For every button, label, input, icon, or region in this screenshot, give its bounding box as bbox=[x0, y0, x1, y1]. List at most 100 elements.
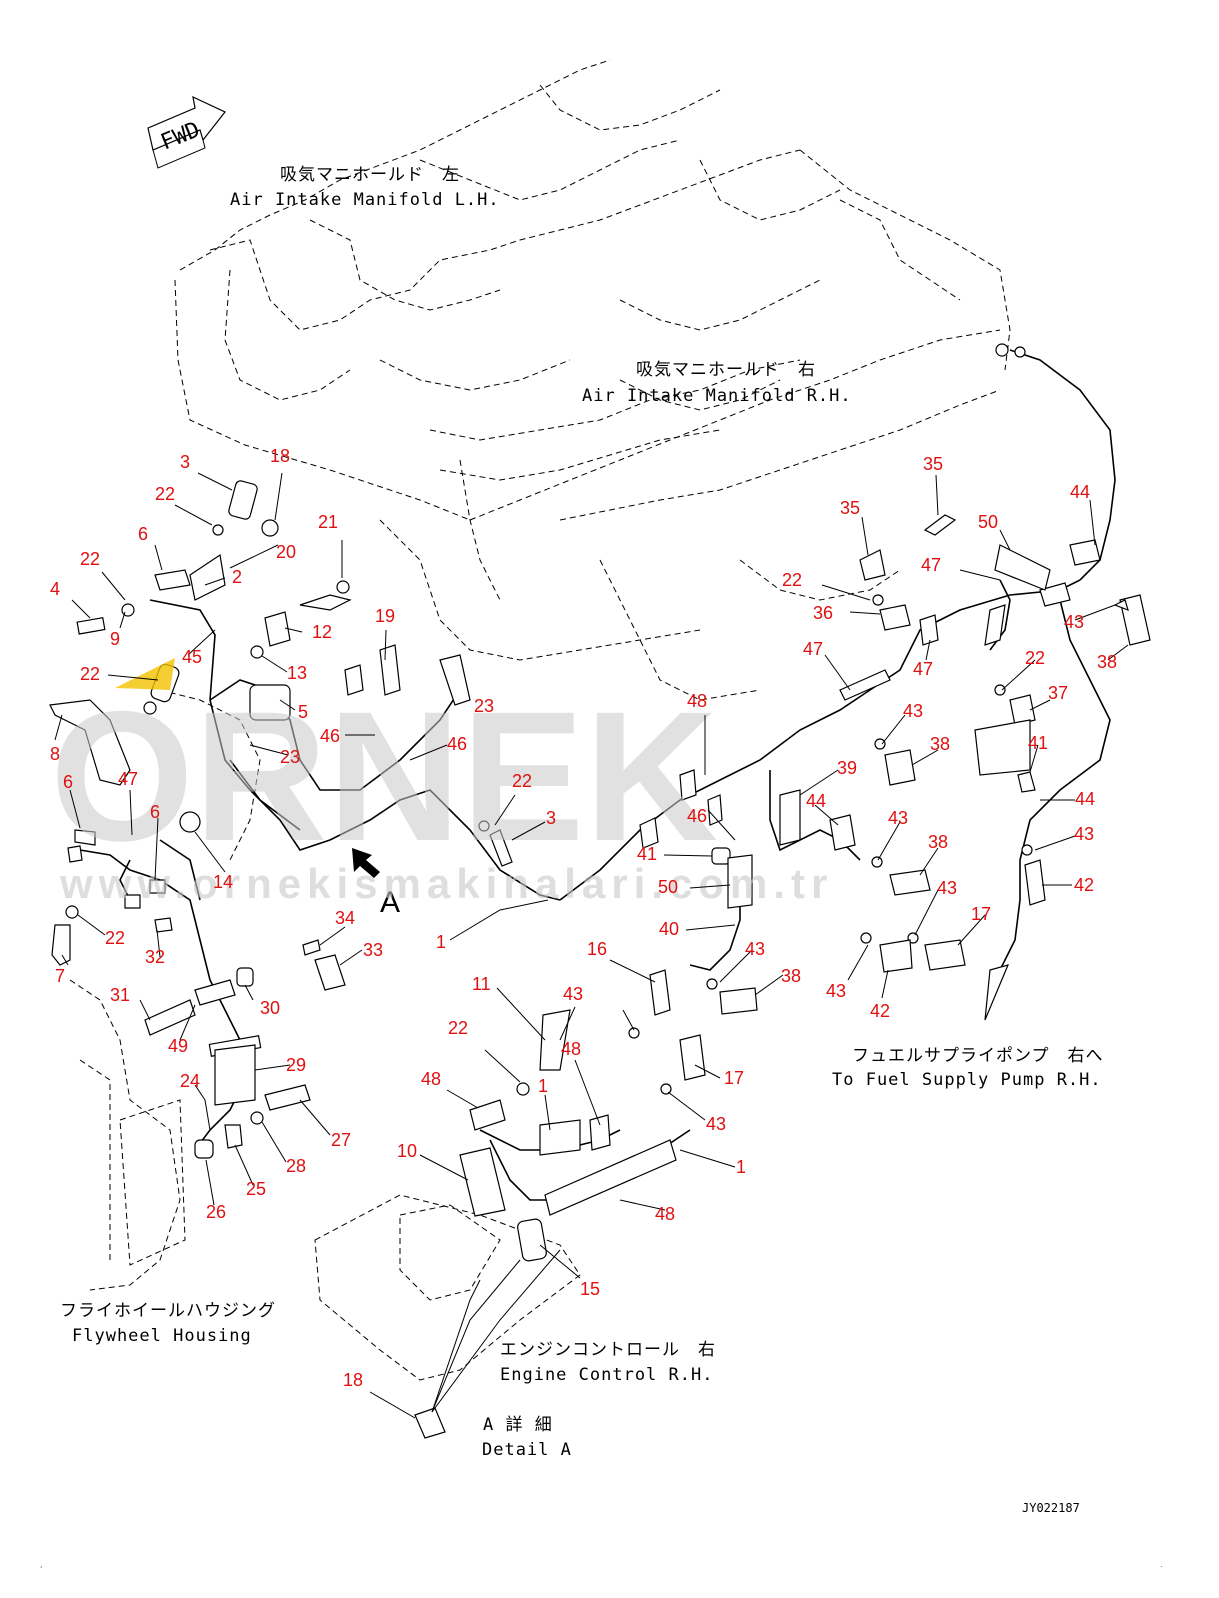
callout-43: 43 bbox=[1074, 824, 1094, 844]
callout-50: 50 bbox=[978, 512, 998, 532]
callout-44: 44 bbox=[1075, 789, 1095, 809]
svg-text:,: , bbox=[40, 1560, 43, 1569]
callout-39: 39 bbox=[837, 758, 857, 778]
detail-a-jp-label: A 詳 細 bbox=[483, 1415, 553, 1435]
flywheel-housing-outline bbox=[69, 979, 186, 1291]
view-a-arrow: A bbox=[352, 848, 400, 919]
callout-38: 38 bbox=[1097, 652, 1117, 672]
callout-15: 15 bbox=[580, 1279, 600, 1299]
callout-19: 19 bbox=[375, 606, 395, 626]
callout-5: 5 bbox=[298, 702, 308, 722]
callout-46: 46 bbox=[320, 726, 340, 746]
callout-24: 24 bbox=[180, 1071, 200, 1091]
callout-33: 33 bbox=[363, 940, 383, 960]
callout-47: 47 bbox=[803, 639, 823, 659]
callout-22: 22 bbox=[448, 1018, 468, 1038]
callout-35: 35 bbox=[840, 498, 860, 518]
callout-3: 3 bbox=[180, 452, 190, 472]
harness-tubes bbox=[469, 582, 1071, 1216]
callout-22: 22 bbox=[80, 549, 100, 569]
callout-25: 25 bbox=[246, 1179, 266, 1199]
callout-4: 4 bbox=[50, 579, 60, 599]
callout-numbers: 3 18 22 6 20 21 22 2 4 9 12 19 45 13 22 … bbox=[50, 446, 1117, 1390]
callout-22: 22 bbox=[80, 664, 100, 684]
watermark-accent-icon bbox=[115, 658, 175, 690]
callout-18: 18 bbox=[343, 1370, 363, 1390]
callout-3: 3 bbox=[546, 808, 556, 828]
callout-37: 37 bbox=[1048, 683, 1068, 703]
callout-6: 6 bbox=[63, 772, 73, 792]
flywheel-en-label: Flywheel Housing bbox=[72, 1326, 252, 1346]
flywheel-jp-label: フライホイールハウジング bbox=[60, 1301, 276, 1321]
callout-21: 21 bbox=[318, 512, 338, 532]
intake-lh-en-label: Air Intake Manifold L.H. bbox=[230, 190, 500, 210]
callout-42: 42 bbox=[1074, 875, 1094, 895]
callout-43: 43 bbox=[888, 808, 908, 828]
callout-45: 45 bbox=[182, 647, 202, 667]
intake-rh-en-label: Air Intake Manifold R.H. bbox=[582, 386, 852, 406]
callout-44: 44 bbox=[1070, 482, 1090, 502]
fuel-pump-en-label: To Fuel Supply Pump R.H. bbox=[832, 1070, 1102, 1090]
callout-6: 6 bbox=[138, 524, 148, 544]
callout-28: 28 bbox=[286, 1156, 306, 1176]
callout-38: 38 bbox=[781, 966, 801, 986]
callout-13: 13 bbox=[287, 663, 307, 683]
view-a-letter: A bbox=[380, 886, 400, 919]
engine-block-outline bbox=[159, 59, 1011, 861]
drawing-code: JY022187 bbox=[1022, 1501, 1080, 1515]
watermark: ORNEK www.ornekismakinalari.com.tr bbox=[50, 658, 833, 907]
callout-48: 48 bbox=[687, 691, 707, 711]
callout-1: 1 bbox=[436, 932, 446, 952]
callout-23: 23 bbox=[280, 747, 300, 767]
callout-29: 29 bbox=[286, 1055, 306, 1075]
callout-17: 17 bbox=[724, 1068, 744, 1088]
detail-a-leaders bbox=[431, 1249, 561, 1413]
callout-36: 36 bbox=[813, 603, 833, 623]
callout-50: 50 bbox=[658, 877, 678, 897]
fuel-pump-jp-label: フュエルサプライポンプ 右へ bbox=[852, 1046, 1104, 1066]
callout-2: 2 bbox=[232, 567, 242, 587]
callout-43: 43 bbox=[937, 878, 957, 898]
callout-27: 27 bbox=[331, 1130, 351, 1150]
callout-43: 43 bbox=[903, 701, 923, 721]
callout-42: 42 bbox=[870, 1001, 890, 1021]
callout-46: 46 bbox=[447, 734, 467, 754]
parts-shapes bbox=[49, 343, 1151, 1439]
callout-43: 43 bbox=[745, 939, 765, 959]
callout-22: 22 bbox=[105, 928, 125, 948]
callout-48: 48 bbox=[421, 1069, 441, 1089]
callout-8: 8 bbox=[50, 744, 60, 764]
engine-control-en-label: Engine Control R.H. bbox=[500, 1365, 713, 1385]
callout-22: 22 bbox=[1025, 648, 1045, 668]
callout-10: 10 bbox=[397, 1141, 417, 1161]
callout-47: 47 bbox=[913, 659, 933, 679]
callout-34: 34 bbox=[335, 908, 355, 928]
callout-14: 14 bbox=[213, 872, 233, 892]
callout-46: 46 bbox=[687, 806, 707, 826]
callout-11: 11 bbox=[472, 974, 491, 994]
annotation-labels: 吸気マニホールド 左 Air Intake Manifold L.H. 吸気マニ… bbox=[60, 165, 1104, 1515]
callout-41: 41 bbox=[1028, 733, 1048, 753]
callout-31: 31 bbox=[110, 985, 130, 1005]
callout-1: 1 bbox=[538, 1076, 548, 1096]
callout-35: 35 bbox=[923, 454, 943, 474]
callout-22: 22 bbox=[512, 771, 532, 791]
detail-a-en-label: Detail A bbox=[482, 1440, 572, 1460]
callout-47: 47 bbox=[921, 555, 941, 575]
callout-49: 49 bbox=[168, 1036, 188, 1056]
callout-7: 7 bbox=[55, 966, 65, 986]
intake-rh-jp-label: 吸気マニホールド 右 bbox=[636, 360, 816, 380]
callout-44: 44 bbox=[806, 791, 826, 811]
watermark-url: www.ornekismakinalari.com.tr bbox=[59, 860, 833, 907]
callout-38: 38 bbox=[930, 734, 950, 754]
callout-22: 22 bbox=[782, 570, 802, 590]
callout-43: 43 bbox=[826, 981, 846, 1001]
callout-16: 16 bbox=[587, 939, 607, 959]
engine-control-outline bbox=[314, 1194, 581, 1381]
fwd-direction-arrow: FWD bbox=[147, 95, 226, 169]
callout-20: 20 bbox=[276, 542, 296, 562]
watermark-brand: ORNEK bbox=[50, 674, 718, 880]
callout-43: 43 bbox=[563, 984, 583, 1004]
callout-38: 38 bbox=[928, 832, 948, 852]
